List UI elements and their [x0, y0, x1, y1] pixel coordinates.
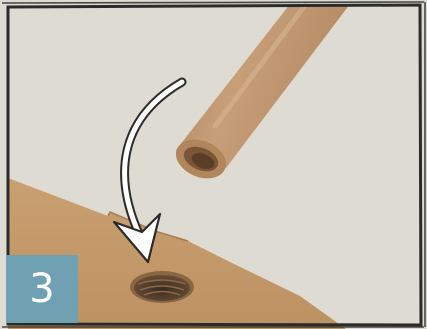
step-number-badge: 3 — [6, 255, 78, 323]
cardboard-hole — [134, 275, 190, 301]
